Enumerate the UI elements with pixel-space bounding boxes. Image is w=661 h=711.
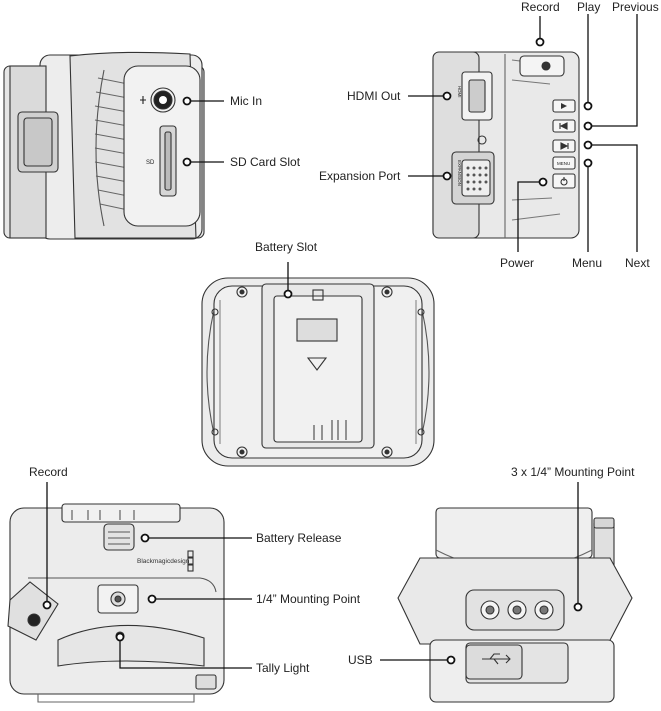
device-label-brand: Blackmagicdesign: [137, 558, 190, 565]
camera-battery-view: [201, 277, 435, 467]
label-mic-in: Mic In: [230, 94, 263, 108]
device-label-hdmi: HDMI: [457, 86, 462, 98]
label-expansion-port: Expansion Port: [319, 169, 401, 183]
label-next: Next: [625, 256, 650, 270]
device-label-expansion: EXPANSION: [457, 160, 462, 186]
device-label-sd: SD: [146, 160, 155, 166]
camera-top-view: [7, 503, 225, 703]
label-sd-card-slot: SD Card Slot: [230, 155, 301, 169]
label-mounting-point: 1/4” Mounting Point: [256, 592, 361, 606]
label-power: Power: [500, 256, 535, 270]
label-menu: Menu: [572, 256, 603, 270]
label-tally-light: Tally Light: [256, 661, 310, 675]
label-play: Play: [577, 0, 601, 14]
camera-side-view: [3, 51, 205, 240]
label-battery-slot: Battery Slot: [255, 240, 318, 254]
label-record-top: Record: [521, 0, 560, 14]
camera-bottom-view: [397, 507, 633, 703]
device-label-menu: MENU: [557, 161, 570, 166]
label-record-bottom: Record: [29, 465, 68, 479]
camera-rear-view: [432, 51, 580, 239]
label-battery-release: Battery Release: [256, 531, 342, 545]
label-usb: USB: [348, 653, 373, 667]
label-hdmi-out: HDMI Out: [347, 89, 401, 103]
label-mounting-points-3: 3 x 1/4” Mounting Point: [511, 465, 635, 479]
label-previous: Previous: [612, 0, 659, 14]
